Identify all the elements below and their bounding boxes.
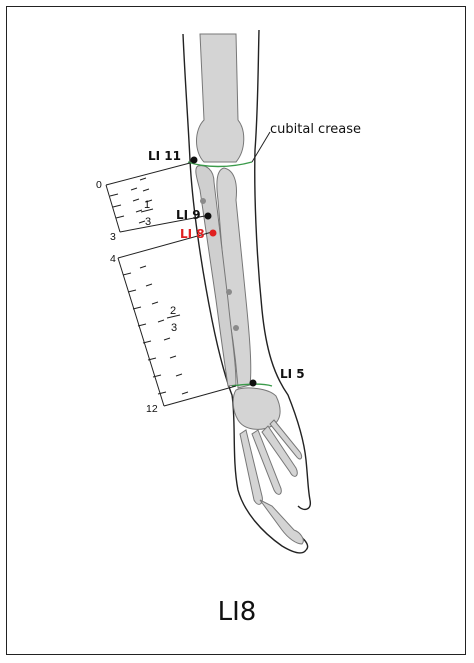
annotation-leader-line xyxy=(251,131,271,163)
reference-dot xyxy=(233,325,239,331)
figure-title: LI8 xyxy=(218,597,257,627)
point-li11-label: LI 11 xyxy=(148,149,181,163)
scale-tick-3: 3 xyxy=(110,231,116,243)
point-li5-label: LI 5 xyxy=(280,367,305,381)
scale-tick-4: 4 xyxy=(110,253,116,265)
reference-dot xyxy=(200,198,206,204)
proportional-scale xyxy=(105,162,237,407)
point-li8-label: LI 8 xyxy=(180,227,205,241)
point-li5-marker xyxy=(249,379,257,387)
scale-ticks xyxy=(109,177,153,224)
reference-dots xyxy=(200,198,239,331)
image-frame xyxy=(6,6,466,655)
humerus-bone xyxy=(196,33,245,163)
point-li9-marker xyxy=(204,212,212,220)
cubital-crease-line xyxy=(187,161,253,168)
fraction-upper-numerator: 1 xyxy=(144,199,150,211)
fraction-lower-numerator: 2 xyxy=(170,305,176,317)
cubital-crease-label: cubital crease xyxy=(270,122,361,137)
point-li8-marker xyxy=(209,229,217,237)
fraction-bar xyxy=(166,314,181,319)
thumb-bones xyxy=(259,499,304,545)
fraction-lower-denominator: 3 xyxy=(171,322,177,334)
finger-bones xyxy=(239,419,303,505)
reference-dot xyxy=(226,289,232,295)
scale-ticks xyxy=(122,265,189,395)
scale-tick-12: 12 xyxy=(146,403,158,415)
radius-bone xyxy=(216,167,252,389)
scale-upper-segment xyxy=(105,162,211,233)
point-li9-label: LI 9 xyxy=(176,208,201,222)
point-li11-marker xyxy=(190,156,198,164)
scale-tick-0: 0 xyxy=(96,179,102,191)
scale-lower-segment xyxy=(117,231,237,407)
bones xyxy=(195,33,304,545)
fraction-upper-denominator: 3 xyxy=(145,216,151,228)
fraction-bar xyxy=(140,208,154,213)
acupoints: LI 11 LI 9 LI 8 LI 5 xyxy=(148,149,305,387)
